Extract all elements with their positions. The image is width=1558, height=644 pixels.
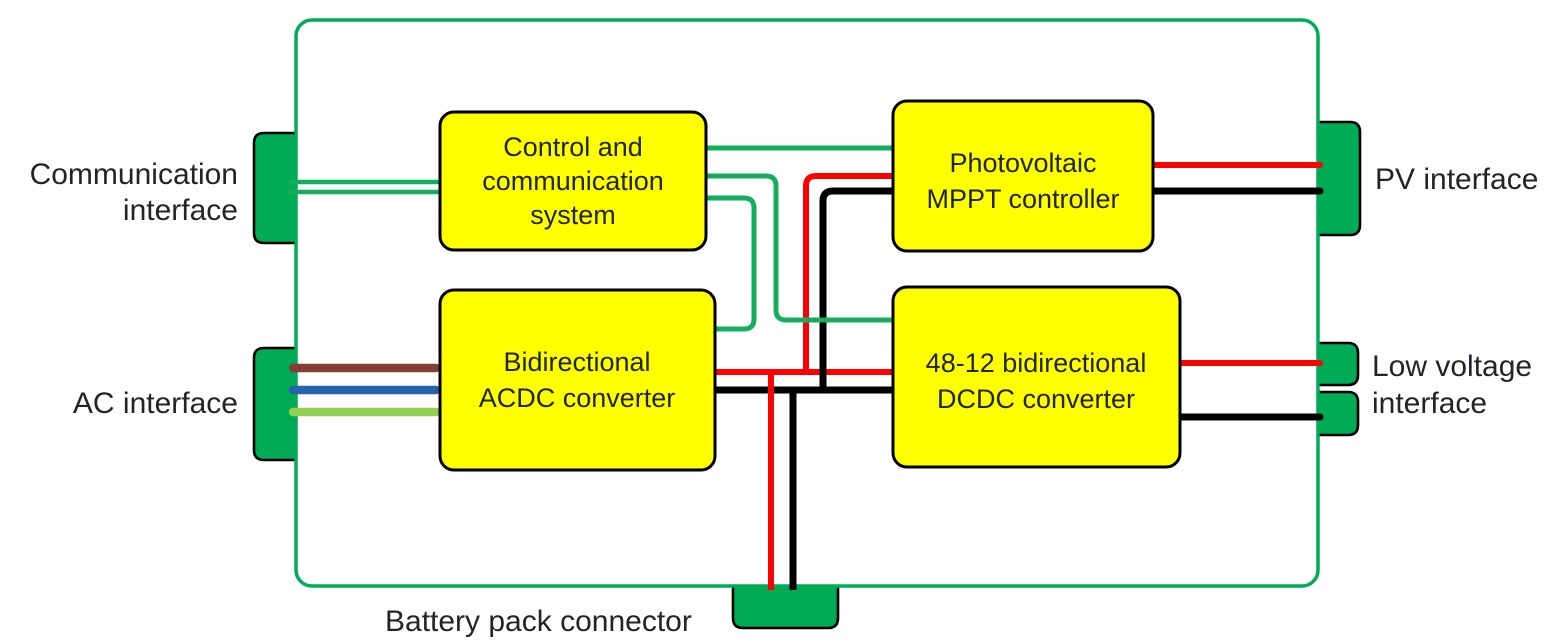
communication-connector [252, 131, 297, 245]
system-enclosure [294, 18, 1320, 588]
low-voltage-interface-label-line1: Low voltage [1372, 350, 1532, 383]
low-voltage-connector-upper [1317, 341, 1360, 387]
battery-connector-label: Battery pack connector [385, 605, 692, 638]
low-voltage-connector-lower [1317, 390, 1360, 437]
control-block-label-line3: system [530, 200, 616, 230]
communication-interface-label-line2: interface [123, 194, 238, 227]
control-block-label-line2: communication [482, 166, 664, 196]
ac-connector [252, 346, 297, 462]
wire-green-control-to-acdc [705, 195, 757, 332]
acdc-block-label-line1: Bidirectional [503, 347, 650, 377]
communication-interface-label-line1: Communication [30, 158, 238, 191]
mppt-block-label-line2: MPPT controller [926, 184, 1119, 214]
wire-black-bus-to-mppt [819, 187, 893, 390]
mppt-block [891, 99, 1155, 253]
mppt-block-label-line1: Photovoltaic [949, 148, 1096, 178]
control-block-label-line1: Control and [503, 132, 643, 162]
acdc-block-label-line2: ACDC converter [479, 383, 676, 413]
dcdc-block [891, 285, 1182, 469]
control-block [438, 110, 708, 252]
wire-red-bus-to-mppt [803, 173, 893, 372]
pv-connector [1317, 120, 1362, 237]
dcdc-block-label-line2: DCDC converter [937, 384, 1135, 414]
battery-connector [731, 585, 840, 630]
pv-interface-label: PV interface [1375, 163, 1538, 196]
low-voltage-interface-label-line2: interface [1372, 387, 1487, 420]
ac-interface-label: AC interface [73, 387, 238, 420]
acdc-block [438, 288, 717, 472]
wire-green-control-to-dcdc [705, 173, 894, 323]
dcdc-block-label-line1: 48-12 bidirectional [926, 348, 1147, 378]
